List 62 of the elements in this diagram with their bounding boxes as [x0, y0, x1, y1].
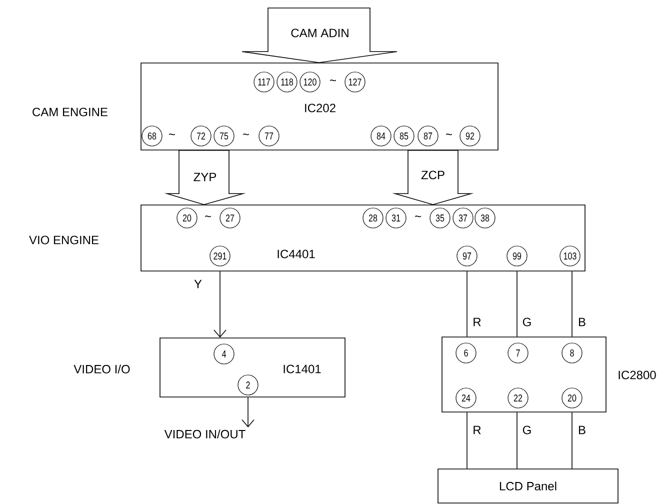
- edge-label: G: [522, 426, 531, 434]
- connector-line: [466, 271, 468, 337]
- pin-number: 127: [344, 72, 366, 92]
- block-label: VIO ENGINE: [29, 236, 98, 244]
- pin-number: 85: [394, 126, 414, 146]
- range-tilde: ~: [169, 134, 175, 136]
- edge-label: B: [578, 426, 586, 434]
- edge-label: G: [522, 318, 531, 326]
- edge-label: R: [474, 426, 481, 434]
- pin-number: 4: [214, 344, 234, 364]
- connector-line: [516, 412, 518, 469]
- pin-number: 117: [254, 72, 274, 92]
- pin-number: 8: [562, 342, 582, 364]
- pin-number: 99: [506, 246, 528, 266]
- pin-number: 20: [176, 208, 198, 228]
- pin-number: 120: [300, 72, 320, 92]
- range-tilde: ~: [330, 80, 336, 82]
- range-tilde: ~: [446, 134, 452, 136]
- edge-label: ZYP: [194, 172, 216, 182]
- edge-label: R: [474, 318, 481, 326]
- pin-number: 28: [362, 208, 384, 228]
- pin-number: 38: [474, 208, 496, 228]
- pin-number: 68: [142, 126, 162, 146]
- pin-number: 24: [456, 388, 476, 408]
- edge-label: ZCP: [421, 170, 444, 180]
- pin-number: 77: [258, 126, 280, 146]
- pin-number: 118: [276, 72, 298, 92]
- pin-number: 97: [456, 246, 478, 266]
- pin-number: 35: [430, 208, 450, 228]
- block-arrow: [164, 150, 246, 206]
- edge-label: CAM ADIN: [291, 28, 348, 38]
- signal-label: VIDEO IN/OUT: [164, 430, 246, 438]
- edge-label: B: [578, 318, 586, 326]
- pin-number: 7: [508, 342, 528, 364]
- pin-number: 92: [460, 126, 480, 146]
- pin-number: 20: [562, 388, 582, 408]
- range-tilde: ~: [415, 216, 421, 218]
- pin-number: 87: [418, 126, 438, 146]
- connector-line: [242, 397, 254, 428]
- connector-line: [214, 271, 226, 338]
- pin-number: 27: [220, 208, 240, 228]
- pin-number: 291: [210, 246, 230, 266]
- block-label: CAM ENGINE: [32, 108, 108, 116]
- edge-label: Y: [194, 280, 202, 288]
- pin-number: 103: [560, 246, 580, 266]
- pin-number: 37: [452, 208, 474, 228]
- ic-box: LCD Panel: [438, 468, 618, 504]
- pin-number: 84: [370, 126, 392, 146]
- pin-number: 75: [214, 126, 234, 146]
- node-label: IC2800: [618, 370, 656, 380]
- range-tilde: ~: [205, 216, 211, 218]
- pin-number: 31: [386, 208, 406, 228]
- connector-line: [466, 412, 468, 469]
- pin-number: 2: [238, 374, 258, 396]
- pin-number: 22: [508, 388, 528, 408]
- pin-number: 6: [456, 342, 476, 364]
- block-label: VIDEO I/O: [74, 364, 130, 374]
- connector-line: [516, 271, 518, 337]
- pin-number: 72: [190, 126, 212, 146]
- block-arrow: [392, 150, 474, 206]
- range-tilde: ~: [243, 134, 249, 136]
- block-arrow: [242, 8, 398, 63]
